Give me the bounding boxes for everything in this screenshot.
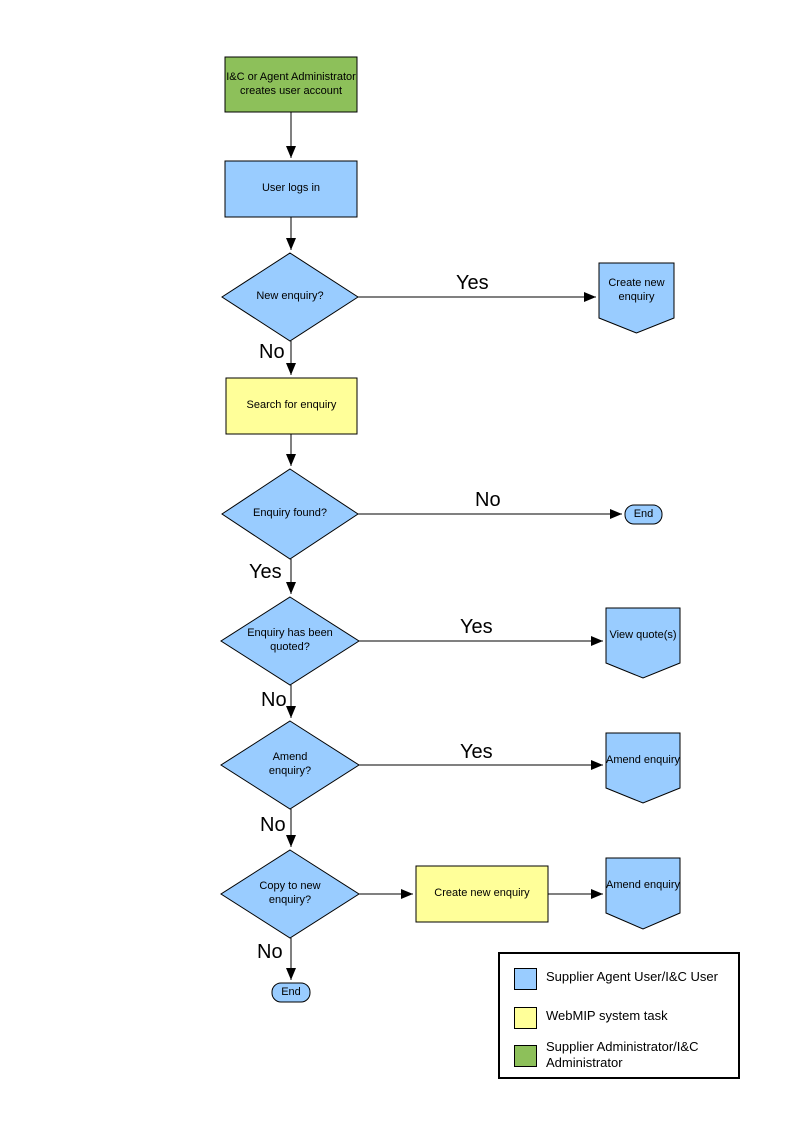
- offpage-amend-enquiry-1-shape: [605, 732, 681, 804]
- terminator-end-right-label: End: [633, 507, 654, 520]
- legend-label-system: WebMIP system task: [546, 1008, 668, 1023]
- process-user-logs-in-shape: [224, 160, 358, 218]
- edge-label-quoted-no: No: [261, 689, 287, 711]
- terminator-end-right-shape: [624, 504, 663, 525]
- legend-label-user: Supplier Agent User/I&C User: [546, 969, 718, 984]
- legend-swatch-user: [514, 968, 537, 990]
- decision-enquiry-found-shape: [221, 468, 359, 560]
- process-admin-creates-account-label: I&C or Agent Administrator creates user …: [226, 70, 356, 97]
- edge-label-quoted-yes: Yes: [460, 616, 493, 638]
- task-create-new-enquiry-label: Create new enquiry: [434, 887, 530, 900]
- edge-label-copy-no: No: [257, 941, 283, 963]
- decision-amend-enquiry-shape: [220, 720, 360, 810]
- edge-label-new-enquiry-no: No: [259, 341, 285, 363]
- edge-label-new-enquiry-yes: Yes: [456, 272, 489, 294]
- task-create-new-enquiry-shape: [415, 865, 549, 923]
- decision-new-enquiry-shape: [221, 252, 359, 342]
- decision-enquiry-quoted-label: Enquiry has been quoted?: [247, 627, 333, 653]
- legend-label-admin: Supplier Administrator/I&C Administrator: [546, 1039, 699, 1070]
- process-admin-creates-account-shape: [224, 56, 358, 113]
- terminator-end-bottom-label: End: [281, 985, 301, 998]
- decision-copy-to-new-label: Copy to new enquiry?: [259, 880, 321, 906]
- offpage-view-quotes-label: View quote(s): [609, 628, 677, 641]
- task-search-for-enquiry-shape: [225, 377, 358, 435]
- offpage-create-new-enquiry-label: Create new enquiry: [608, 276, 665, 303]
- decision-amend-enquiry-label: Amend enquiry?: [268, 751, 312, 777]
- offpage-amend-enquiry-1-label: Amend enquiry: [606, 753, 680, 766]
- offpage-view-quotes-shape: [605, 607, 681, 679]
- decision-copy-to-new-shape: [220, 849, 360, 939]
- task-search-for-enquiry-label: Search for enquiry: [246, 399, 337, 412]
- edge-label-amend-no: No: [260, 814, 286, 836]
- legend-swatch-system: [514, 1007, 537, 1029]
- legend-swatch-admin: [514, 1045, 537, 1067]
- decision-new-enquiry-label: New enquiry?: [256, 290, 324, 303]
- offpage-amend-enquiry-2-label: Amend enquiry: [606, 878, 680, 891]
- process-user-logs-in-label: User logs in: [261, 182, 321, 195]
- terminator-end-bottom-shape: [271, 982, 311, 1003]
- decision-enquiry-quoted-shape: [220, 596, 360, 686]
- edge-label-enquiry-found-no: No: [475, 489, 501, 511]
- edge-label-amend-yes: Yes: [460, 741, 493, 763]
- decision-enquiry-found-label: Enquiry found?: [253, 507, 327, 520]
- offpage-amend-enquiry-2-shape: [605, 857, 681, 930]
- offpage-create-new-enquiry-shape: [598, 262, 675, 334]
- edge-label-enquiry-found-yes: Yes: [249, 561, 282, 583]
- legend: Supplier Agent User/I&C User WebMIP syst…: [498, 952, 740, 1079]
